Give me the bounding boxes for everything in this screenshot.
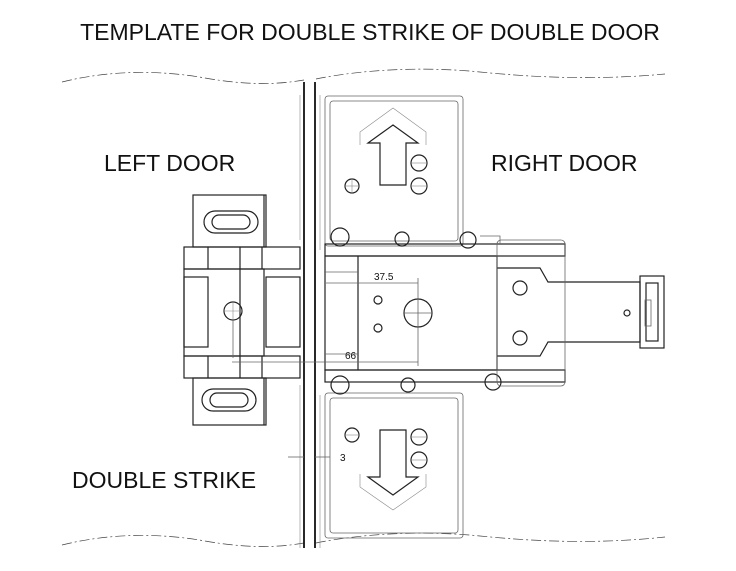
- dimension-37-5-label: 37.5: [374, 272, 394, 283]
- top-break-line: [61, 68, 666, 84]
- dimension-66: 66: [232, 327, 419, 366]
- dimension-3: 3: [288, 453, 346, 464]
- left-door-edge: [299, 82, 305, 548]
- bottom-break-line: [61, 532, 666, 547]
- dimension-37-5: 37.5: [326, 272, 419, 300]
- lock-mechanism: [324, 95, 665, 539]
- double-strike-body: [183, 194, 301, 426]
- right-door-edge: [314, 82, 321, 548]
- double-strike-label: DOUBLE STRIKE: [72, 467, 256, 493]
- left-door-label: LEFT DOOR: [104, 150, 235, 176]
- drawing-title: TEMPLATE FOR DOUBLE STRIKE OF DOUBLE DOO…: [80, 19, 660, 45]
- dimension-3-label: 3: [340, 453, 346, 464]
- right-door-label: RIGHT DOOR: [491, 150, 638, 176]
- dimension-66-label: 66: [345, 351, 357, 362]
